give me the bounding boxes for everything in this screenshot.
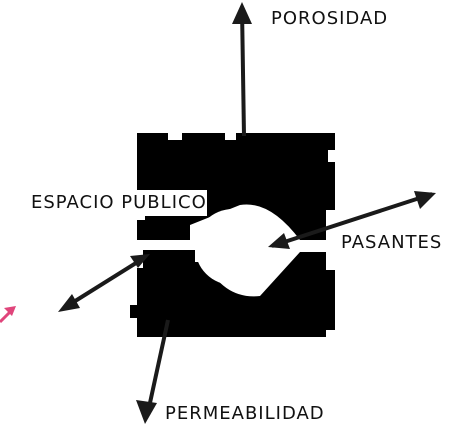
label-permeabilidad: PERMEABILIDAD bbox=[164, 401, 326, 427]
pasantes-arrowhead-right bbox=[414, 191, 436, 209]
porosidad-arrow bbox=[240, 7, 246, 137]
pink-arrow-icon bbox=[0, 306, 16, 324]
left-gap bbox=[132, 240, 200, 250]
espacio-publico-arrow bbox=[62, 256, 146, 310]
lower-block bbox=[130, 250, 335, 337]
label-pasantes: PASANTES bbox=[341, 232, 443, 253]
label-espacio-publico: ESPACIO PUBLICO bbox=[30, 190, 208, 216]
label-espacio-line1: ESPACIO bbox=[31, 190, 115, 216]
label-porosidad: POROSIDAD bbox=[270, 6, 390, 32]
permeabilidad-arrowhead bbox=[136, 400, 157, 424]
pasantes-arrow bbox=[271, 192, 433, 248]
permeabilidad-arrow bbox=[146, 319, 170, 413]
porosidad-arrowhead bbox=[232, 2, 252, 24]
label-espacio-line2: PUBLICO bbox=[121, 190, 207, 216]
espacio-publico-arrowhead-inner bbox=[130, 254, 150, 268]
central-void bbox=[195, 209, 271, 285]
pasantes-arrowhead-left bbox=[268, 233, 290, 249]
espacio-publico-arrowhead-outer bbox=[58, 294, 80, 312]
